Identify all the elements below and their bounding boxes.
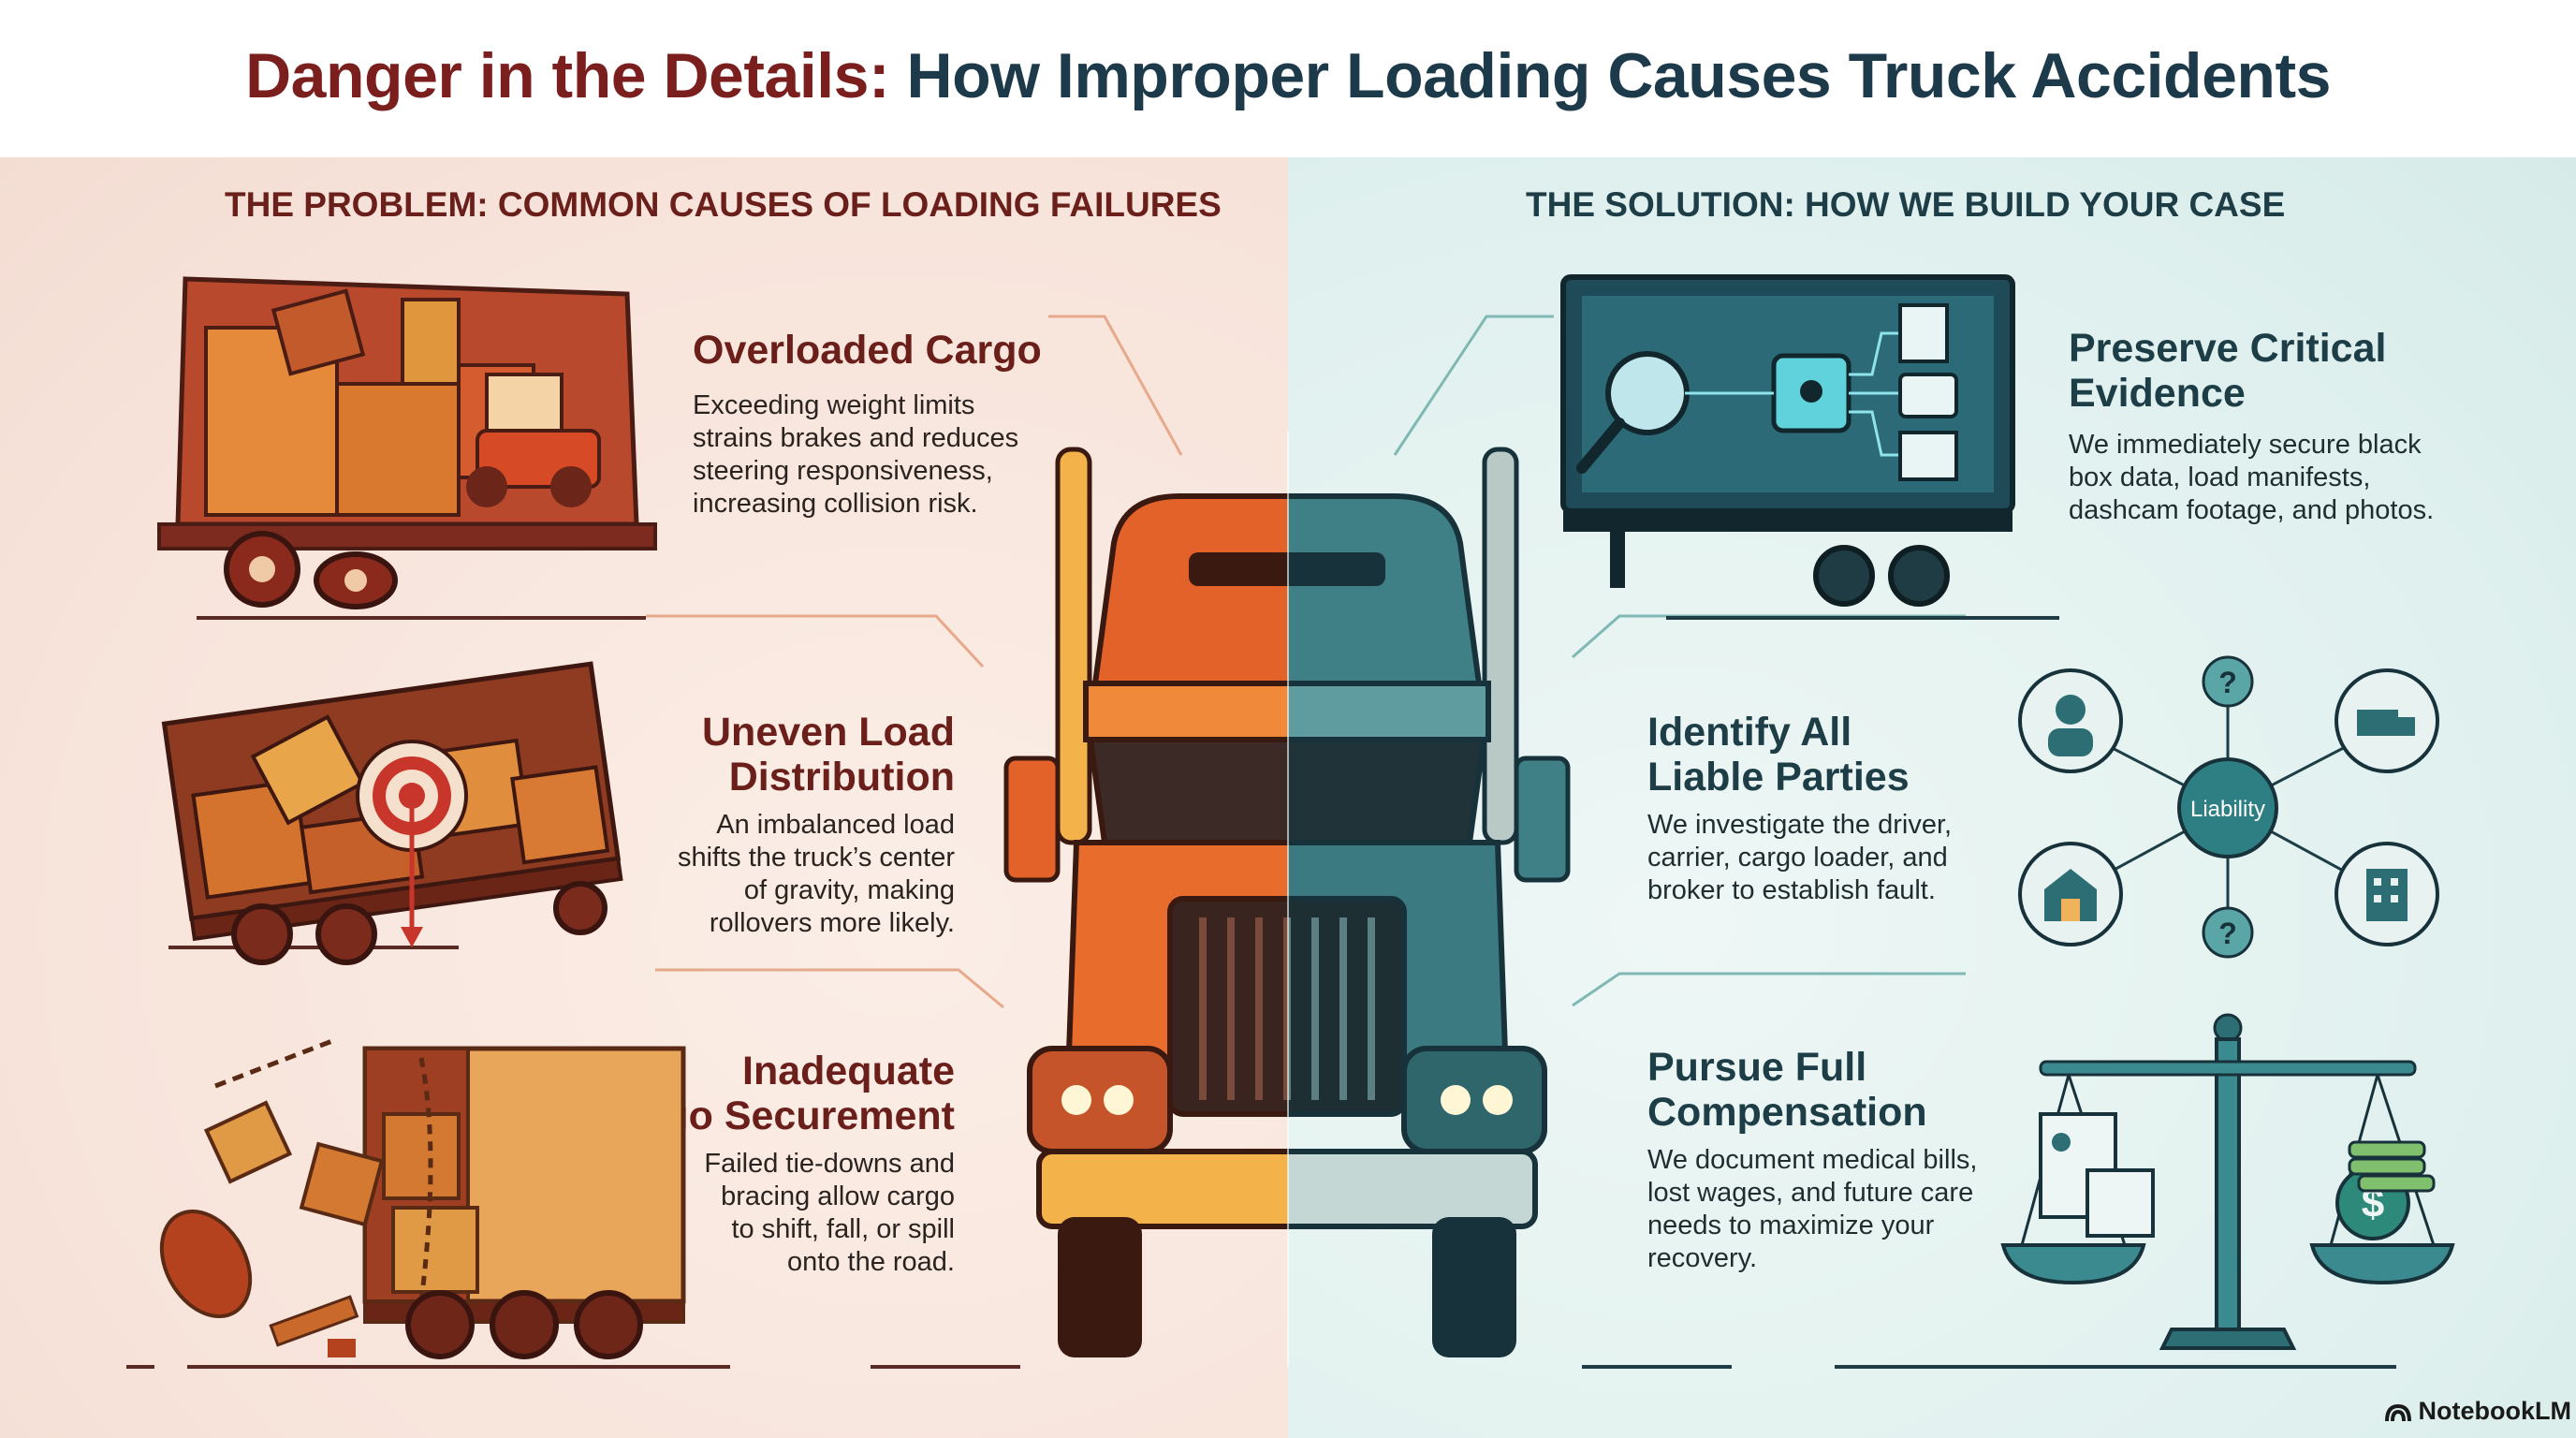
- question-mark-bottom: ?: [2218, 917, 2237, 950]
- full-compensation-title: Pursue Full Compensation: [1647, 1045, 1927, 1135]
- evidence-screen-trailer-icon: [1560, 274, 2015, 607]
- uneven-load-desc: An imbalanced load shifts the truck’s ce…: [677, 810, 955, 938]
- overloaded-cargo-title: Overloaded Cargo: [693, 328, 1042, 373]
- preserve-evidence-desc: We immediately secure black box data, lo…: [2069, 430, 2435, 525]
- spilling-cargo-truck-icon: [159, 1036, 686, 1359]
- solution-heading: THE SOLUTION: HOW WE BUILD YOUR CASE: [1526, 185, 2286, 224]
- problem-heading: THE PROBLEM: COMMON CAUSES OF LOADING FA…: [225, 185, 1222, 224]
- overloaded-trailer-icon: [157, 276, 657, 609]
- credit-label: NotebookLM: [2385, 1397, 2571, 1426]
- title-part-1: Danger in the Details:: [245, 40, 890, 111]
- uneven-load-title: Uneven Load Distribution: [702, 710, 955, 800]
- page-title: Danger in the Details: How Improper Load…: [0, 39, 2576, 112]
- liable-parties-desc: We investigate the driver, carrier, carg…: [1647, 810, 1953, 905]
- full-compensation-desc: We document medical bills, lost wages, a…: [1647, 1145, 1978, 1273]
- preserve-evidence-title: Preserve Critical Evidence: [2069, 326, 2387, 416]
- tilted-trailer-target-icon: [161, 661, 623, 965]
- inadequate-securement-desc: Failed tie-downs and bracing allow cargo…: [704, 1149, 955, 1277]
- liable-parties-title: Identify All Liable Parties: [1647, 710, 1910, 800]
- notebooklm-logo-icon: [2385, 1403, 2411, 1421]
- balance-scale-icon: $: [2000, 1013, 2455, 1350]
- overloaded-cargo-desc: Exceeding weight limits strains brakes a…: [693, 390, 1019, 519]
- split-semi-truck-icon: [1003, 431, 1571, 1367]
- liability-label: Liability: [2190, 797, 2265, 822]
- liability-network-icon: Liability ? ?: [2018, 655, 2439, 959]
- header-bar: [0, 0, 2576, 157]
- title-part-2: How Improper Loading Causes Truck Accide…: [906, 40, 2332, 111]
- credit-text: NotebookLM: [2418, 1397, 2571, 1425]
- question-mark-top: ?: [2218, 666, 2237, 699]
